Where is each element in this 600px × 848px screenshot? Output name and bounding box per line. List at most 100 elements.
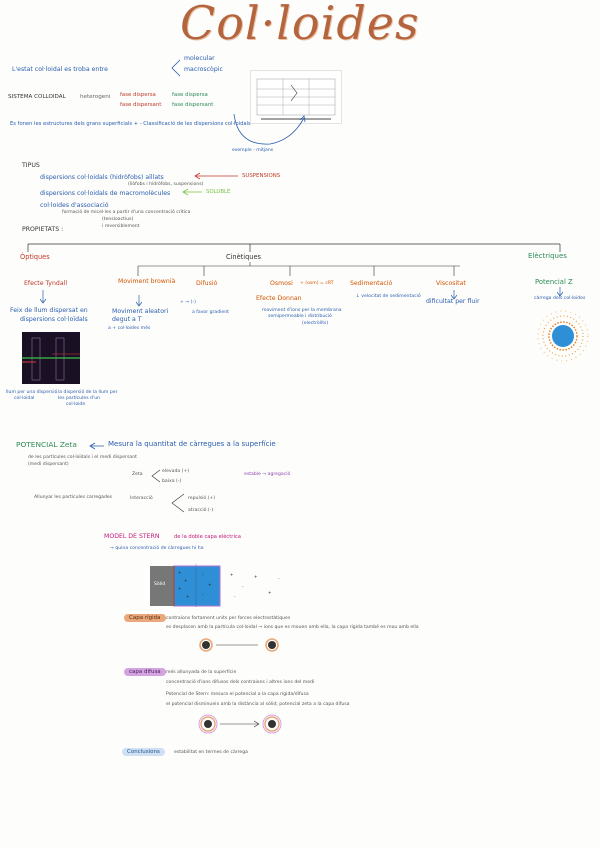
particles-diagram [199, 638, 279, 652]
svg-text:+: + [254, 574, 257, 579]
zeta-heading: Potencial Z [535, 278, 573, 286]
arrow-left-icon [194, 172, 238, 180]
donnan-desc-2: semipermeable i distribució [268, 314, 332, 319]
diffuse-layer-desc-3: Potencial de Stern: mesura el potencial … [166, 692, 309, 697]
svg-text:+: + [268, 590, 271, 595]
stern-title: MODEL DE STERN [104, 533, 160, 540]
diffuse-layer-label: capa difusa [124, 668, 166, 676]
zeta-case-top: Zeta [132, 472, 143, 477]
system-part-1: fase dispersa [120, 92, 156, 98]
type-item-3-sub-3: i reversiblement [102, 224, 140, 229]
figure-caption: exemple - mitjans [232, 148, 274, 153]
brownian-desc-2: degut a T [112, 316, 142, 323]
system-label: SISTEMA COLLOIDAL [8, 94, 66, 100]
particles-diagram [198, 714, 282, 734]
page-title: Col·loides [180, 0, 420, 50]
tyndall-desc-2: dispersions col·loïdals [20, 316, 88, 323]
photo-caption-left-2: col·loidal [14, 396, 35, 401]
zeta-section-subtitle: Mesura la quantitat de càrregues a la su… [108, 440, 276, 448]
stern-note: → quina concentració de càrregues hi ha [110, 546, 204, 551]
system-right-2: fase dispersant [172, 102, 214, 108]
zeta-branch-a: elevada (+) [162, 469, 190, 474]
zeta-bottom-mid: Interacció [130, 496, 153, 501]
photo-caption-right-2: les partícules d'un [58, 396, 101, 401]
stern-wall-label: Sòlid [154, 582, 166, 587]
zeta-line-1: de les partícules col·loïdals i el medi … [28, 455, 137, 460]
viscosity-heading: Viscositat [436, 280, 466, 287]
svg-text:-: - [202, 592, 204, 597]
svg-text:+: + [178, 570, 181, 575]
donnan-desc-1: moviment d'ions per la membrana [262, 308, 342, 313]
diffusion-desc-2: a favor gradient [192, 310, 229, 315]
classification-figure [250, 70, 342, 124]
osmotic-note: + (osm) = cRT [300, 281, 334, 286]
conclusion-text: estabilitat en termes de càrrega [174, 750, 248, 755]
conclusion-label: Conclusions [122, 748, 165, 756]
kinetic-heading: Cinètiques [226, 253, 261, 261]
intro-line: L'estat col·loidal es troba entre [12, 66, 108, 73]
properties-label: PROPIETATS : [22, 226, 64, 233]
arrow-down-icon [557, 287, 563, 297]
electric-heading: Elèctriques [528, 252, 567, 260]
diffuse-layer-desc-4: el potencial disminueix amb la distància… [166, 702, 350, 707]
types-label: TIPUS [22, 162, 40, 169]
arrow-left-icon [89, 442, 104, 450]
diffusion-desc-1: + → (-) [180, 300, 196, 305]
brownian-desc-3: a + col·loides més [108, 326, 151, 331]
sedimentation-desc: ↓ velocitat de sedimentació [356, 294, 421, 299]
donnan-heading: Efecte Donnan [256, 295, 302, 302]
arrow-left-icon [182, 188, 202, 196]
type-item-2: dispersions col·loidals de macromolècule… [40, 190, 171, 197]
zeta-bottom-left: Allunyar les partícules carregades [34, 495, 113, 500]
viscosity-desc: dificultat per fluir [426, 298, 480, 305]
system-formula: heterogeni [80, 94, 111, 100]
arrow-down-icon [40, 290, 46, 304]
optic-heading: Òptiques [20, 253, 50, 261]
stern-diagram: ++++ -+- +-+ -+- [150, 564, 306, 608]
type-item-3: col·loides d'associació [40, 202, 109, 209]
photo-caption-right-3: col·loide [66, 402, 86, 407]
photo-caption-left-1: llum per una dispersió [6, 390, 58, 395]
svg-text:-: - [202, 572, 204, 577]
figure-arrow-icon [233, 113, 306, 145]
svg-text:+: + [178, 586, 181, 591]
type-item-1-note: (liòfobs i hidròfobs, suspensions) [128, 182, 204, 187]
arrow-down-icon [136, 295, 142, 307]
brace-icon [171, 493, 185, 513]
svg-text:-: - [242, 584, 244, 589]
zeta-section-title: POTENCIAL Zeta [16, 440, 77, 449]
svg-text:-: - [278, 576, 280, 581]
sedimentation-heading: Sedimentació [350, 280, 393, 287]
zeta-branch-d: atracció (-) [188, 508, 214, 513]
svg-text:+: + [230, 572, 233, 577]
fixed-layer-label: Capa rígida [124, 614, 166, 622]
svg-text:+: + [208, 582, 211, 587]
properties-tree-lines [27, 243, 561, 276]
svg-text:+: + [184, 578, 187, 583]
brownian-desc-1: Moviment aleatori [112, 308, 169, 315]
type-item-3-sub-2: (tensioactius) [102, 217, 134, 222]
type-item-3-sub-1: formació de micel·les a partir d'una con… [62, 210, 191, 215]
zeta-line-2: (medi dispersant) [28, 462, 69, 467]
zeta-branch-b: baixa (-) [162, 479, 182, 484]
tyndall-photo [22, 332, 80, 384]
fixed-layer-desc-2: es desplacen amb la partícula col·loidal… [166, 625, 419, 630]
photo-caption-right-1: la dispersió de la llum per [58, 390, 118, 395]
tyndall-desc-1: Feix de llum dispersat en [10, 307, 88, 314]
donnan-desc-3: (electròlits) [302, 321, 329, 326]
brace-bottom: macroscòpic [184, 66, 223, 73]
brownian-heading: Moviment brownià [118, 278, 176, 285]
brace-top: molecular [184, 55, 215, 62]
diffusion-heading: Difusió [196, 280, 218, 287]
system-right-1: fase dispersa [172, 92, 208, 98]
system-part-2: fase dispersant [120, 102, 162, 108]
zeta-desc: càrrega dels col·loides [534, 296, 586, 301]
diffuse-layer-desc-1: més allunyada de la superfície [166, 670, 237, 675]
svg-text:+: + [186, 594, 189, 599]
type-item-1: dispersions col·loidals (hidròfobs) aïll… [40, 174, 164, 181]
brace-icon [151, 469, 161, 483]
brace-icon [171, 59, 181, 77]
stern-subtitle: de la doble capa elèctrica [174, 534, 241, 540]
intro-note: Es fonen les estructures dels grans supe… [10, 121, 251, 127]
diffuse-layer-desc-2: concentració d'ions difusos dels contrai… [166, 680, 315, 685]
